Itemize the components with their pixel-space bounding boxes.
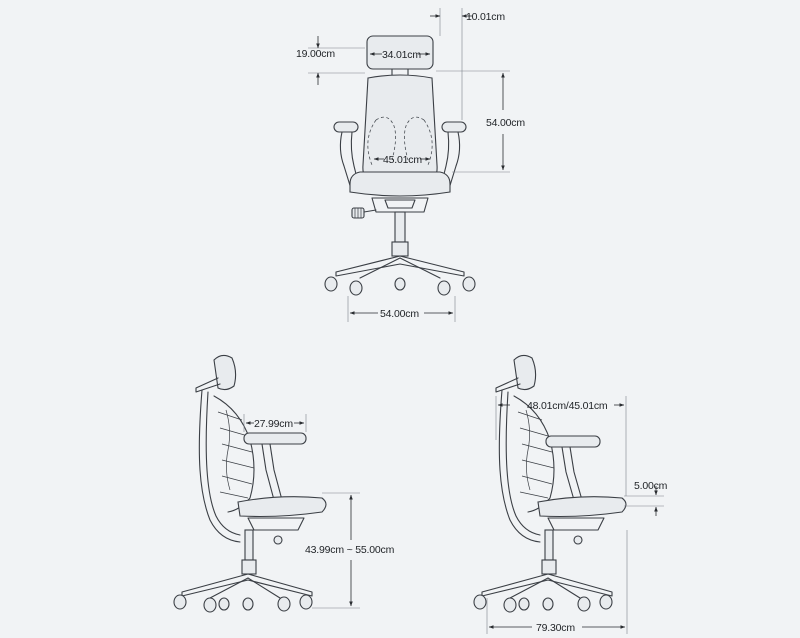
headrest-arm — [195, 377, 221, 393]
mechanism-plate — [384, 199, 416, 209]
gas-cylinder — [391, 241, 409, 257]
lumbar-right-inner — [404, 116, 425, 161]
side-view-left-chair — [173, 354, 327, 613]
gas-cylinder — [241, 559, 257, 575]
seat — [237, 496, 327, 518]
dim-back-height: 54.00cm — [486, 117, 525, 129]
side-view-right-chair — [473, 354, 627, 613]
headrest — [513, 354, 537, 391]
base-star — [335, 255, 465, 277]
left-armpad — [333, 121, 359, 133]
backrest-mesh — [513, 395, 555, 513]
base-legs — [209, 577, 281, 599]
caster-4 — [242, 597, 254, 611]
caster-6 — [299, 594, 313, 610]
back-frame-outer — [498, 389, 541, 543]
caster-5 — [462, 276, 476, 292]
knob-stem — [363, 209, 377, 213]
dim-seat-width: 45.01cm — [383, 154, 422, 166]
armpad — [243, 432, 307, 445]
caster-4 — [542, 597, 554, 611]
seat — [349, 171, 451, 197]
back-frame-inner — [205, 391, 241, 536]
caster-5 — [577, 596, 591, 612]
lumbar-left-inner — [375, 116, 396, 161]
caster-1 — [173, 594, 187, 610]
dim-base-width: 54.00cm — [380, 308, 419, 320]
left-arm-support — [339, 131, 361, 193]
base-star — [181, 573, 313, 597]
dim-armrest-offset: 10.01cm — [466, 11, 505, 23]
dim-overall-depth: 79.30cm — [536, 622, 575, 634]
backrest-slats — [217, 411, 255, 499]
mechanism — [247, 517, 305, 531]
tilt-knob-ridges — [354, 208, 362, 218]
seat — [537, 496, 627, 518]
gas-lift — [244, 529, 254, 561]
caster-1 — [324, 276, 338, 292]
side-left-dimensions: 27.99cm 43.99cm ~ 55.00cm — [243, 414, 400, 609]
caster-2 — [349, 280, 363, 296]
backrest-slats — [517, 411, 555, 499]
dim-seat-tilt: 5.00cm — [634, 480, 668, 492]
caster-5 — [277, 596, 291, 612]
gas-lift — [544, 529, 554, 561]
gas-cylinder — [541, 559, 557, 575]
back-frame-outer — [198, 389, 241, 543]
backrest-mesh — [213, 395, 255, 513]
headrest — [366, 35, 434, 70]
base-legs-front — [359, 257, 441, 279]
mechanism — [371, 197, 429, 213]
dim-armrest-depth: 27.99cm — [254, 418, 293, 430]
lumbar-right — [423, 119, 433, 166]
caster-3 — [218, 597, 230, 611]
knob — [573, 535, 583, 545]
right-armpad — [441, 121, 467, 133]
caster-3 — [518, 597, 530, 611]
arm-post — [561, 446, 583, 501]
headrest — [213, 354, 237, 391]
mechanism — [547, 517, 605, 531]
base-legs — [509, 577, 581, 599]
backrest-spine — [225, 409, 231, 491]
front-dimensions: 10.01cm 19.00cm 34.01cm 54.00cm 45.01cm … — [296, 8, 526, 322]
dim-seat-height: 43.99cm ~ 55.00cm — [305, 544, 395, 556]
front-view-chair — [324, 35, 476, 296]
caster-6 — [599, 594, 613, 610]
caster-3 — [394, 277, 406, 291]
back-frame-inner — [505, 391, 541, 536]
backrest-spine — [525, 409, 531, 491]
dim-seat-depth: 48.01cm/45.01cm — [527, 400, 608, 412]
knob — [273, 535, 283, 545]
dim-headrest-width: 34.01cm — [382, 49, 421, 61]
right-arm-support — [439, 131, 461, 193]
caster-2 — [503, 597, 517, 613]
arm-post — [261, 443, 283, 501]
base-star — [481, 573, 613, 597]
caster-4 — [437, 280, 451, 296]
caster-2 — [203, 597, 217, 613]
side-right-dimensions: 48.01cm/45.01cm 5.00cm 79.30cm — [486, 396, 668, 634]
dim-headrest-height: 19.00cm — [296, 48, 335, 60]
armpad — [545, 435, 601, 448]
gas-lift — [394, 211, 406, 243]
caster-1 — [473, 594, 487, 610]
lumbar-left — [367, 119, 377, 166]
headrest-arm — [495, 377, 521, 393]
